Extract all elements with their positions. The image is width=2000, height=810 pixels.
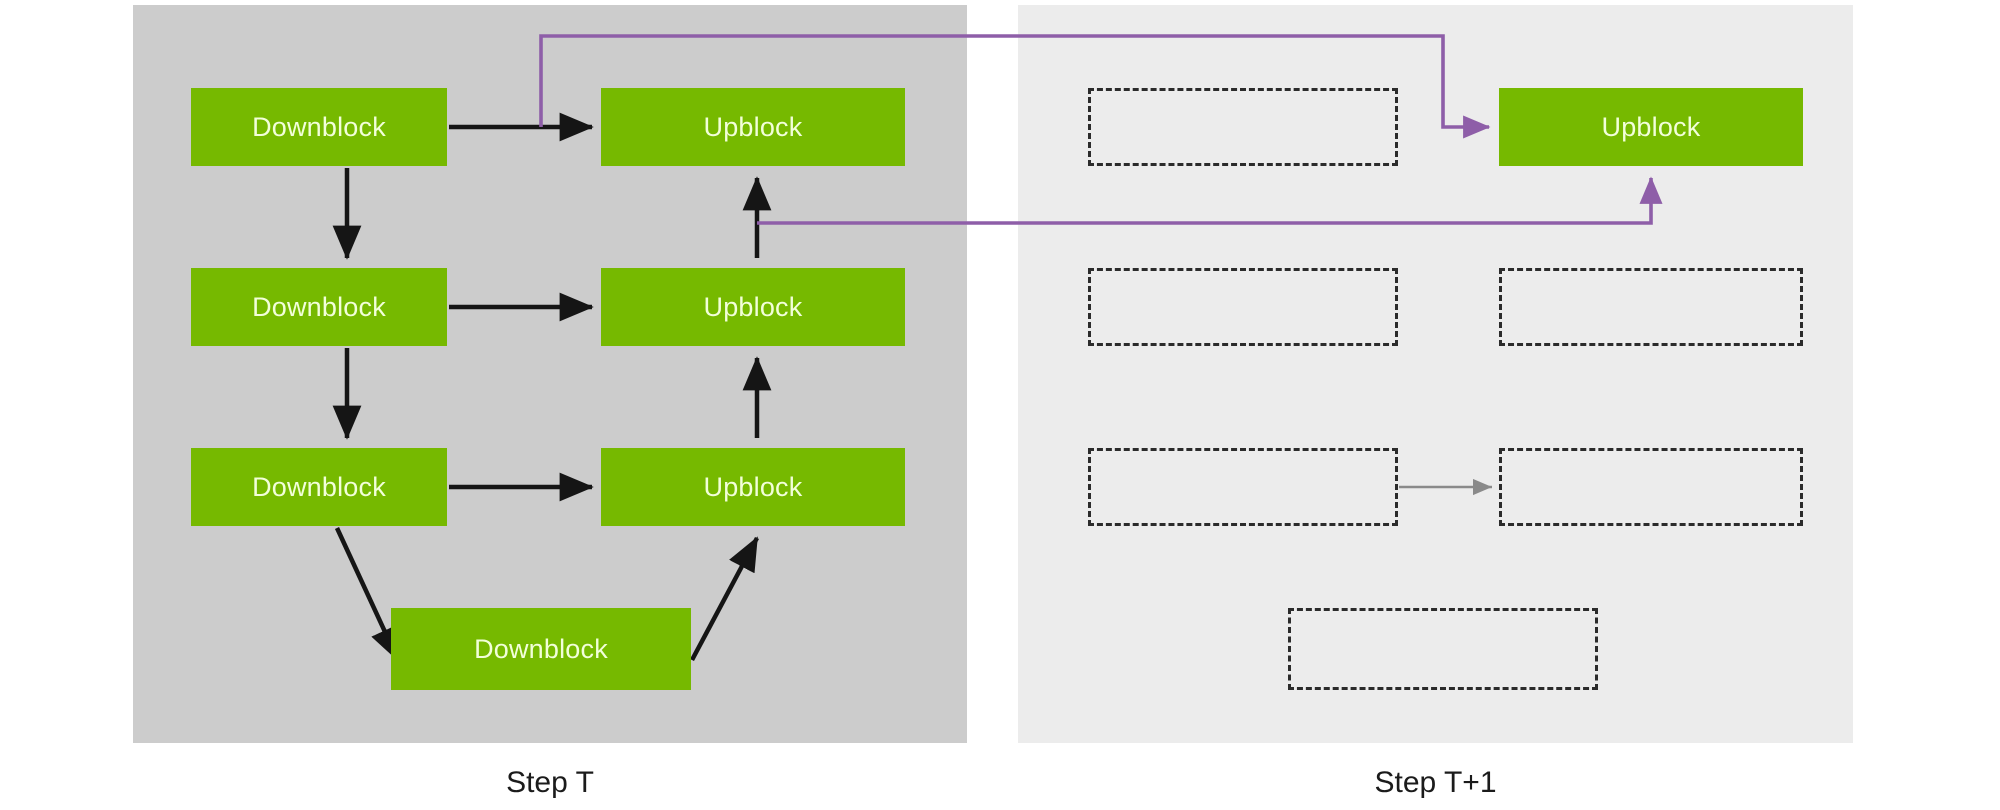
block-upblock-next[interactable]: Upblock xyxy=(1499,88,1803,166)
block-upblock-3[interactable]: Upblock xyxy=(601,448,905,526)
ghost-block-down-1 xyxy=(1088,88,1398,166)
ghost-block-down-3 xyxy=(1088,448,1398,526)
ghost-block-down-2 xyxy=(1088,268,1398,346)
block-downblock-4[interactable]: Downblock xyxy=(391,608,691,690)
panel-label-step-t: Step T xyxy=(506,766,594,799)
ghost-block-up-2 xyxy=(1499,268,1803,346)
block-downblock-3[interactable]: Downblock xyxy=(191,448,447,526)
block-upblock-1[interactable]: Upblock xyxy=(601,88,905,166)
ghost-block-up-3 xyxy=(1499,448,1803,526)
ghost-block-down-4 xyxy=(1288,608,1598,690)
block-downblock-1[interactable]: Downblock xyxy=(191,88,447,166)
block-upblock-2[interactable]: Upblock xyxy=(601,268,905,346)
panel-label-step-t-plus-1: Step T+1 xyxy=(1374,766,1497,799)
block-downblock-2[interactable]: Downblock xyxy=(191,268,447,346)
